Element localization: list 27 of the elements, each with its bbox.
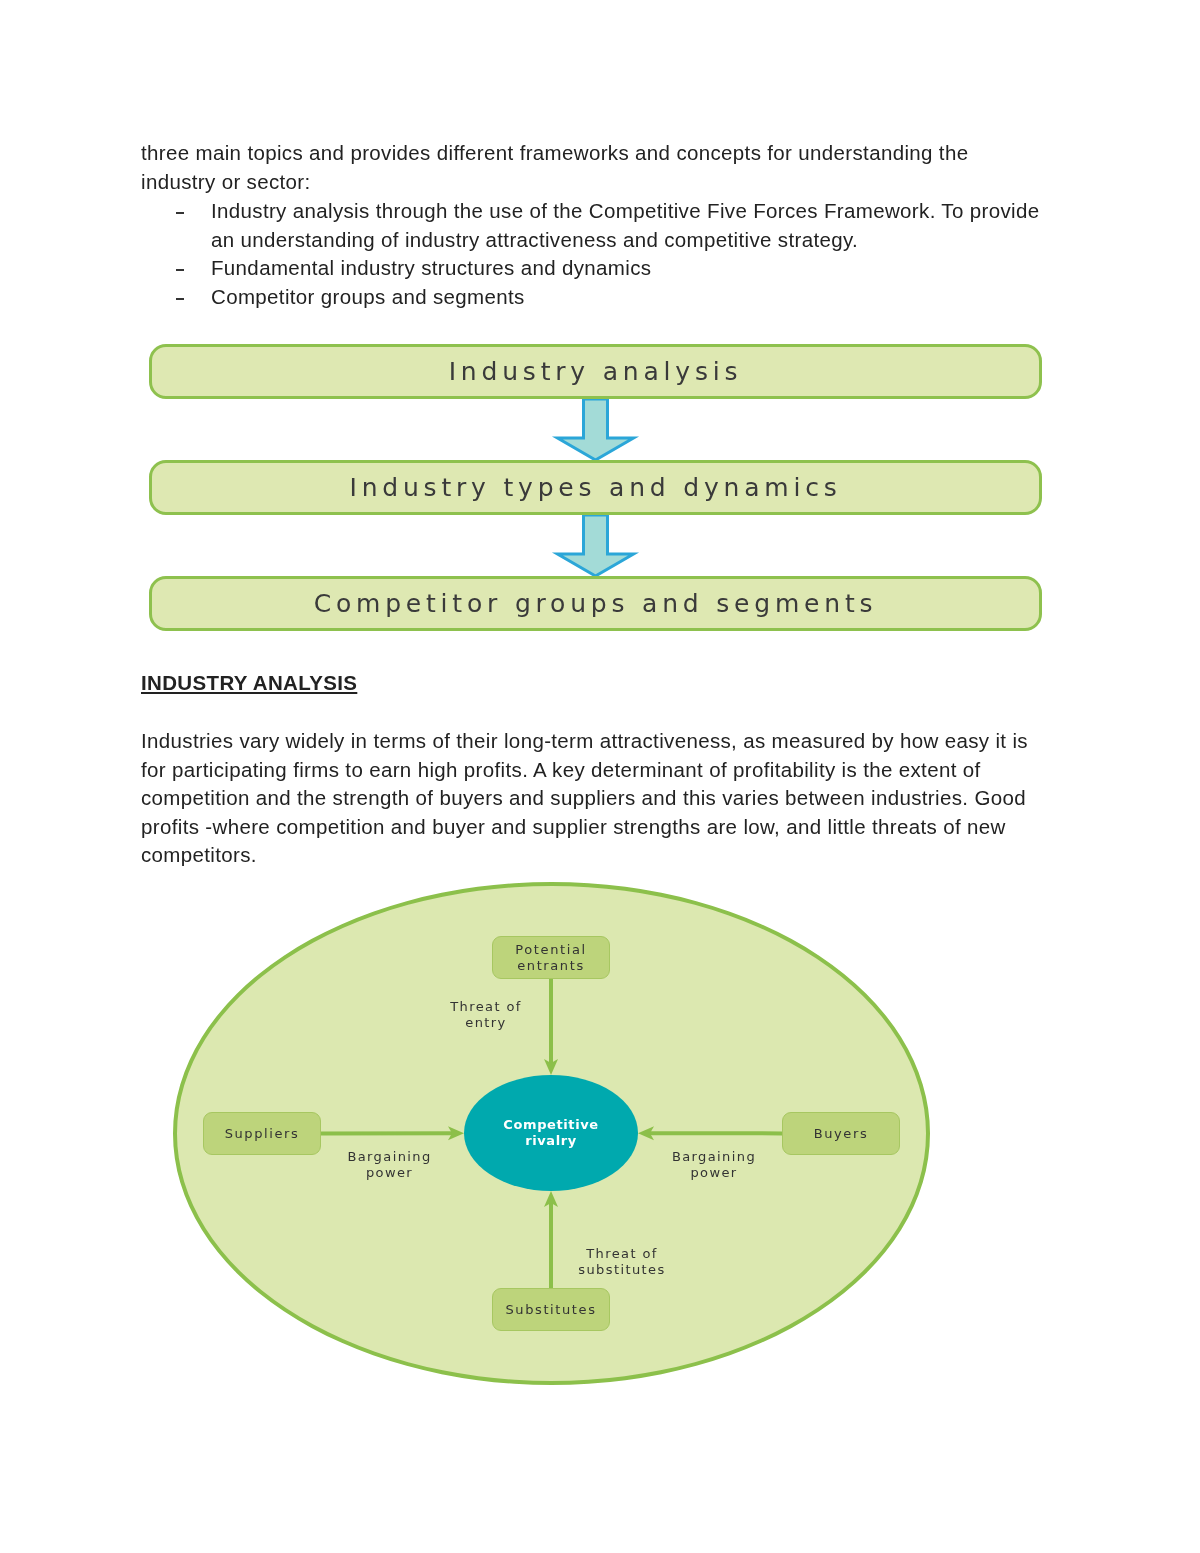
arrow — [544, 979, 558, 1075]
force-box — [782, 1112, 900, 1155]
paragraph-text: Industries vary widely in terms of their long-term attractiveness, as measured by how easy it is for participating firms to earn high profits. A key determinant of profitability is the extent of competition and the strength of buyers and suppliers and this varies between industries. Good profits -where competition and buyer and supplier strengths are low, and little threats of new competitors. — [141, 728, 1029, 869]
block-arrow — [551, 513, 640, 578]
list-item-text: Industry analysis through the use of the Competitive Five Forces Framework. To provide an understanding of industry attractiveness and competitive strategy. — [211, 198, 1041, 253]
block-arrow — [551, 397, 640, 462]
paragraph-text: three main topics and provides different frameworks and concepts for understanding the industry or sector: — [141, 140, 970, 195]
arrow — [544, 1191, 558, 1288]
force-box — [492, 1288, 610, 1331]
node-text: Potential entrants — [514, 941, 588, 974]
section-heading: INDUSTRY ANALYSIS — [141, 670, 359, 696]
list-item-text: Competitor groups and segments — [211, 284, 526, 310]
force-box — [492, 936, 610, 979]
list-item-text: Fundamental industry structures and dynamics — [211, 255, 653, 281]
process-box — [149, 460, 1042, 515]
node-text: Buyers — [813, 1125, 869, 1142]
node-text: Competitor groups and segments — [313, 588, 878, 619]
arrow — [638, 1126, 782, 1141]
arrow — [321, 1126, 464, 1141]
node-text: Suppliers — [224, 1125, 300, 1142]
process-box — [149, 576, 1042, 631]
node-text: Industry types and dynamics — [349, 472, 842, 503]
process-box — [149, 344, 1042, 399]
node-text: Competitive rivalry — [502, 1117, 600, 1149]
force-box — [203, 1112, 321, 1155]
node-text: Industry analysis — [448, 356, 743, 387]
node-text: Substitutes — [505, 1301, 597, 1318]
